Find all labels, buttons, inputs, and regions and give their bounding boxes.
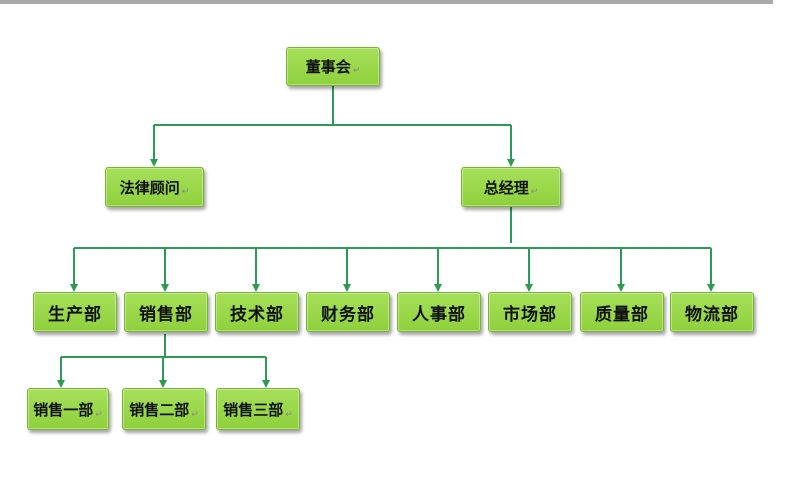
node-board: 董事会↵ [286, 47, 380, 86]
node-legal: 法律顾问↵ [105, 167, 204, 207]
node-dept-technology: 技术部 [215, 292, 299, 332]
node-sales-unit-3: 销售三部↵ [216, 388, 300, 430]
node-dept-label: 人事部 [412, 304, 466, 325]
node-sales-unit-label: 销售二部 [129, 400, 190, 419]
node-sales-unit-2: 销售二部↵ [122, 388, 206, 430]
return-mark-icon: ↵ [530, 187, 539, 197]
node-dept-label: 质量部 [595, 304, 649, 325]
node-sales-unit-label: 销售三部 [223, 400, 284, 419]
node-dept-label: 技术部 [230, 304, 284, 325]
return-mark-icon: ↵ [181, 187, 190, 197]
node-dept-label: 市场部 [503, 304, 557, 325]
node-dept-label: 财务部 [321, 304, 375, 325]
node-dept-label: 生产部 [48, 304, 102, 325]
node-dept-sales: 销售部 [124, 292, 208, 332]
node-dept-hr: 人事部 [397, 292, 481, 332]
node-gm-label: 总经理 [483, 178, 529, 197]
node-dept-label: 物流部 [685, 304, 739, 325]
node-board-label: 董事会 [305, 58, 351, 76]
node-dept-label: 销售部 [139, 304, 193, 325]
node-sales-unit-label: 销售一部 [33, 400, 94, 419]
return-mark-icon: ↵ [352, 66, 361, 76]
return-mark-icon: ↵ [191, 410, 199, 420]
top-border-bar [0, 0, 773, 4]
node-dept-quality: 质量部 [580, 292, 664, 332]
node-sales-unit-1: 销售一部↵ [27, 388, 109, 430]
return-mark-icon: ↵ [95, 410, 103, 420]
node-dept-production: 生产部 [33, 292, 117, 332]
node-gm: 总经理↵ [461, 167, 561, 207]
node-dept-logistics: 物流部 [670, 292, 754, 332]
node-dept-finance: 财务部 [306, 292, 390, 332]
node-legal-label: 法律顾问 [119, 178, 180, 197]
node-dept-marketing: 市场部 [488, 292, 572, 332]
return-mark-icon: ↵ [285, 410, 293, 420]
